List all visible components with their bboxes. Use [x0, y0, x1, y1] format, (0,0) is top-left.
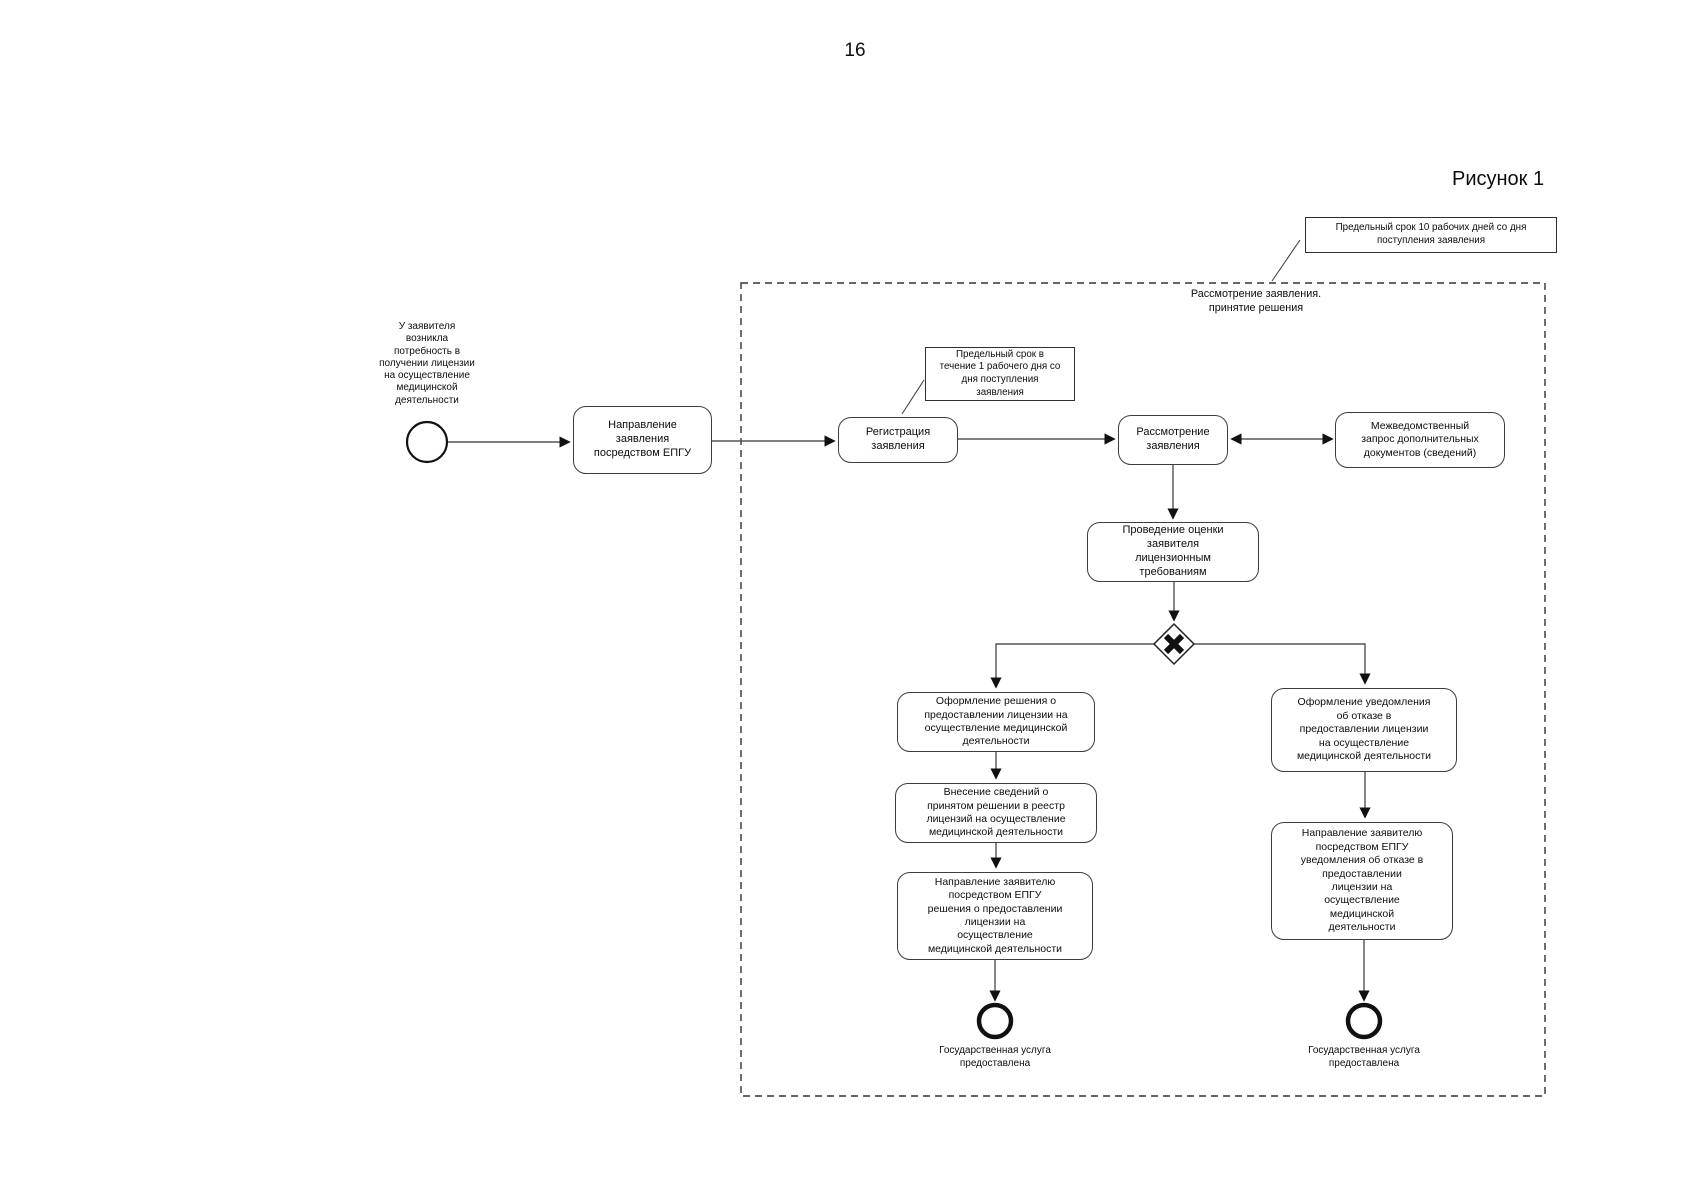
subprocess-boundary [740, 282, 1546, 1097]
gateway-x-stroke-2 [1163, 633, 1185, 655]
annotation-deadline-1-day: Предельный срок в течение 1 рабочего дня… [925, 347, 1075, 401]
task-registration: Регистрация заявления [838, 417, 958, 463]
task-interagency-request: Межведомственный запрос дополнительных д… [1335, 412, 1505, 468]
page-number: 16 [844, 40, 866, 61]
start-event-label: У заявителя возникла потребность в получ… [379, 321, 475, 406]
task-register-entry: Внесение сведений о принятом решении в р… [895, 783, 1097, 843]
task-send-refusal-notification: Направление заявителю посредством ЕПГУ у… [1271, 822, 1453, 940]
end-event-granted-icon [976, 1002, 1014, 1040]
subprocess-title: Рассмотрение заявления. принятие решения [1190, 288, 1322, 314]
flow-gateway-to-grant-decision [990, 643, 1154, 689]
flow-gateway-to-refusal-notification [1194, 643, 1371, 685]
association-deadline-10-days [1271, 239, 1301, 282]
end-event-refused-label: Государственная услуга предоставлена [1308, 1045, 1420, 1069]
annotation-deadline-10-days: Предельный срок 10 рабочих дней со дня п… [1305, 217, 1557, 253]
task-refusal-notification: Оформление уведомления об отказе в предо… [1271, 688, 1457, 772]
end-event-refused-icon [1345, 1002, 1383, 1040]
task-review: Рассмотрение заявления [1118, 415, 1228, 465]
start-event-icon [405, 420, 449, 464]
end-event-granted-label: Государственная услуга предоставлена [939, 1045, 1051, 1069]
task-grant-decision: Оформление решения о предоставлении лице… [897, 692, 1095, 752]
task-send-grant-decision: Направление заявителю посредством ЕПГУ р… [897, 872, 1093, 960]
association-deadline-1-day [901, 379, 925, 415]
figure-label: Рисунок 1 [1452, 168, 1545, 190]
task-send-application: Направление заявления посредством ЕПГУ [573, 406, 712, 474]
task-assessment: Проведение оценки заявителя лицензионным… [1087, 522, 1259, 582]
